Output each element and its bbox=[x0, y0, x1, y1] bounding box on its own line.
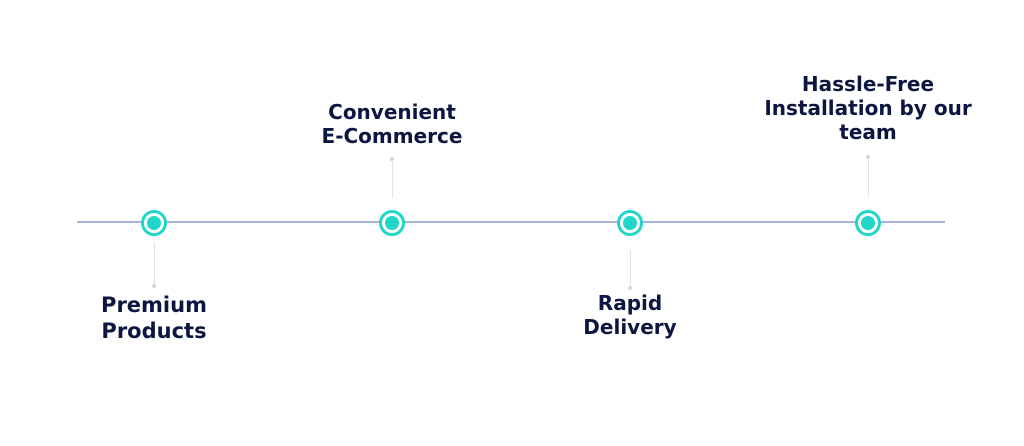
milestone-label-4: Hassle-Free Installation by our team bbox=[748, 72, 988, 144]
milestone-label-2: Convenient E-Commerce bbox=[272, 100, 512, 148]
milestone-dot-4 bbox=[866, 155, 870, 159]
milestone-dot-1 bbox=[152, 284, 156, 288]
milestone-stem-1 bbox=[153, 242, 155, 286]
milestone-label-line: Products bbox=[101, 319, 207, 343]
milestone-node-3 bbox=[617, 210, 643, 236]
milestone-node-4 bbox=[855, 210, 881, 236]
milestone-label-line: Hassle-Free bbox=[801, 72, 935, 96]
milestone-label-line: team bbox=[839, 120, 897, 144]
milestone-dot-3 bbox=[628, 286, 632, 290]
milestone-label-line: Rapid bbox=[597, 291, 663, 315]
milestone-stem-3 bbox=[629, 250, 631, 288]
milestone-label-line: Convenient bbox=[328, 100, 456, 124]
milestone-label-line: Delivery bbox=[583, 315, 677, 339]
milestone-stem-4 bbox=[867, 158, 869, 196]
milestone-label-line: Installation by our bbox=[764, 96, 972, 120]
milestone-node-2 bbox=[379, 210, 405, 236]
timeline-line bbox=[77, 221, 945, 223]
milestone-node-1 bbox=[141, 210, 167, 236]
milestone-label-1: Premium Products bbox=[34, 292, 274, 344]
milestone-label-line: Premium bbox=[101, 293, 207, 317]
milestone-label-3: Rapid Delivery bbox=[510, 291, 750, 339]
milestone-label-line: E-Commerce bbox=[321, 124, 463, 148]
milestone-dot-2 bbox=[390, 157, 394, 161]
milestone-stem-2 bbox=[391, 160, 393, 198]
